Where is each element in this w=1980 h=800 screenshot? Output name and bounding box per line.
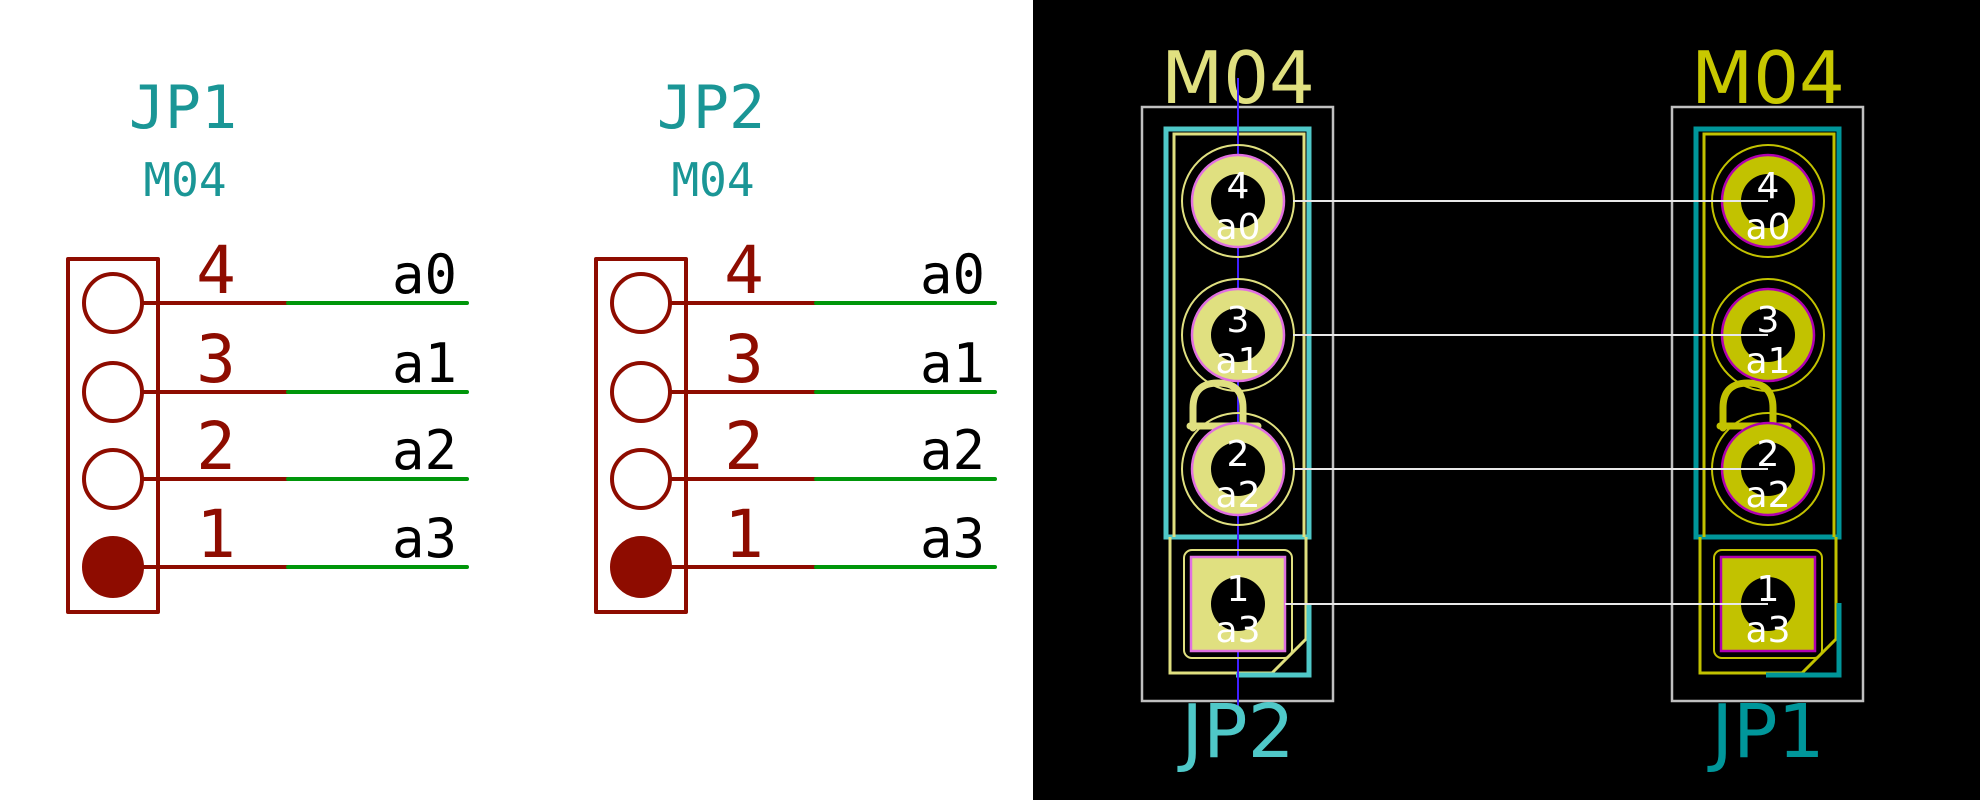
pcb-footprint-jp2[interactable]: M04 JP2	[1140, 36, 1335, 775]
net-label[interactable]: a3	[920, 507, 985, 570]
schematic-pin[interactable]: 3	[82, 321, 288, 423]
pad-net-name: a1	[1216, 341, 1261, 382]
symbol-reference: JP2	[657, 73, 765, 143]
pin-number: 4	[724, 232, 764, 309]
drill-hole	[1211, 174, 1265, 228]
symbol-body-outline	[66, 257, 160, 614]
schematic-symbol-jp1[interactable]: JP1 M04 4 a0 3 a1 2 a2 1 a3	[66, 73, 469, 614]
schematic-symbol-jp2[interactable]: JP2 M04 4 a0 3 a1 2 a2 1 a3	[594, 73, 997, 614]
pin-number: 3	[196, 321, 236, 398]
net-label[interactable]: a2	[920, 419, 985, 482]
schematic-panel	[0, 0, 1033, 800]
pin-number: 2	[196, 408, 236, 485]
schematic-pin[interactable]: 2	[82, 408, 288, 510]
drill-hole	[1211, 308, 1265, 362]
pin-number: 1	[724, 496, 764, 573]
pad-number: 2	[1757, 434, 1780, 475]
schematic-pin[interactable]: 4	[610, 232, 816, 334]
pad-number: 3	[1757, 300, 1780, 341]
pad-net-name: a0	[1216, 207, 1261, 248]
pad-number: 4	[1227, 166, 1250, 207]
pad-number: 1	[1757, 569, 1780, 610]
net-label[interactable]: a0	[920, 243, 985, 306]
drill-hole	[1211, 442, 1265, 496]
pcb-pad[interactable]	[1181, 278, 1295, 392]
pad-number: 4	[1757, 166, 1780, 207]
pad-copper	[1189, 555, 1287, 653]
pad-net-name: a3	[1746, 610, 1791, 651]
pad-net-name: a3	[1216, 610, 1261, 651]
pad-number: 3	[1227, 300, 1250, 341]
symbol-reference: JP1	[129, 73, 237, 143]
schematic-pin[interactable]: 1	[82, 496, 288, 598]
pin-number: 4	[196, 232, 236, 309]
pad-net-name: a0	[1746, 207, 1791, 248]
drill-hole	[1211, 577, 1265, 631]
pin1-filled-circle-icon	[610, 536, 672, 598]
silkscreen-outline	[1693, 126, 1842, 540]
pin1-marker	[1236, 603, 1312, 678]
pin1-marker	[1766, 603, 1842, 678]
pcb-pad[interactable]	[1183, 549, 1293, 659]
schematic-pin[interactable]: 2	[610, 408, 816, 510]
net-label[interactable]: a1	[920, 332, 985, 395]
pad-net-name: a1	[1746, 341, 1791, 382]
symbol-value: M04	[671, 153, 754, 207]
pcb-pad[interactable]	[1181, 412, 1295, 526]
footprint-reference: JP2	[1177, 689, 1295, 775]
symbol-body-outline	[594, 257, 688, 614]
footprint-reference: JP1	[1707, 689, 1825, 775]
pin1-filled-circle-icon	[82, 536, 144, 598]
pin-number: 1	[196, 496, 236, 573]
symbol-value: M04	[143, 153, 226, 207]
ratsnest-layer	[1285, 200, 1768, 605]
net-label[interactable]: a1	[392, 332, 457, 395]
pin-number: 3	[724, 321, 764, 398]
schematic-pin[interactable]: 4	[82, 232, 288, 334]
courtyard-outline	[1670, 105, 1865, 703]
net-label[interactable]: a0	[392, 243, 457, 306]
net-label[interactable]: a3	[392, 507, 457, 570]
pad-net-name: a2	[1216, 475, 1261, 516]
pad-number: 2	[1227, 434, 1250, 475]
schematic-pin[interactable]: 1	[610, 496, 816, 598]
pad-net-name: a2	[1746, 475, 1791, 516]
net-label[interactable]: a2	[392, 419, 457, 482]
pad-number: 1	[1227, 569, 1250, 610]
schematic-pin[interactable]: 3	[610, 321, 816, 423]
pin-number: 2	[724, 408, 764, 485]
